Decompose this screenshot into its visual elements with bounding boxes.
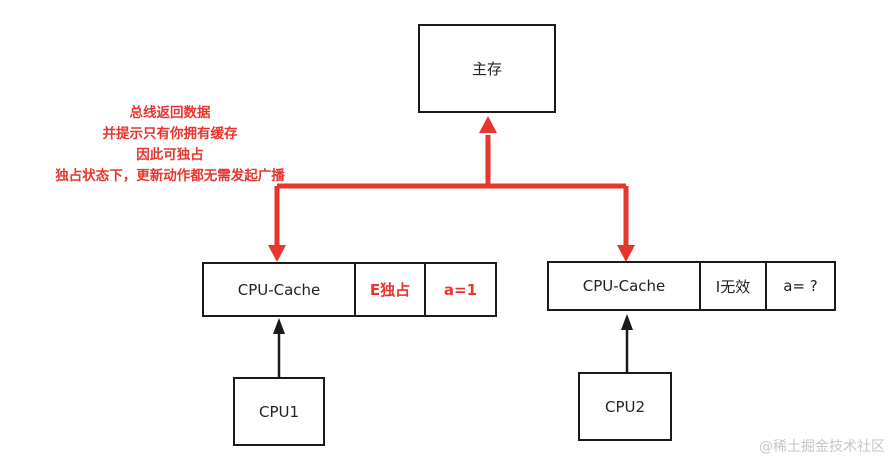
- left-cache-value: a=1: [443, 280, 478, 299]
- cpu2-label: CPU2: [604, 397, 646, 416]
- cpu2-box: CPU2: [578, 372, 672, 441]
- main-memory-box: 主存: [418, 24, 556, 113]
- right-cache-state: I无效: [715, 277, 751, 296]
- bus-connector: [274, 135, 629, 248]
- left-cache-state: E独占: [369, 281, 411, 299]
- annotation-line-2: 并提示只有你拥有缓存: [102, 126, 238, 142]
- left-cache-row: CPU-Cache E独占 a=1: [202, 262, 497, 317]
- left-cache-label: CPU-Cache: [237, 280, 321, 299]
- left-cache-state-cell: E独占: [356, 264, 426, 315]
- cpu1-box: CPU1: [233, 377, 325, 446]
- left-cache-label-cell: CPU-Cache: [204, 264, 356, 315]
- right-cache-label: CPU-Cache: [582, 277, 666, 295]
- right-cache-value-cell: a= ?: [767, 263, 834, 309]
- right-cache-label-cell: CPU-Cache: [549, 263, 701, 309]
- arrow-down-to-left-cache: [268, 245, 286, 262]
- watermark: @稀土掘金技术社区: [759, 439, 885, 455]
- cpu2-arrowhead: [621, 314, 633, 330]
- annotation-line-1: 总线返回数据: [129, 105, 211, 121]
- left-cache-value-cell: a=1: [426, 264, 495, 315]
- arrow-up-to-main-memory: [479, 116, 497, 133]
- annotation-line-3: 因此可独占: [136, 147, 204, 163]
- right-cache-state-cell: I无效: [701, 263, 767, 309]
- annotation-line-4: 独占状态下，更新动作都无需发起广播: [55, 168, 285, 184]
- bus-annotation: 总线返回数据 并提示只有你拥有缓存 因此可独占 独占状态下，更新动作都无需发起广…: [20, 103, 320, 187]
- arrow-down-to-right-cache: [617, 245, 635, 262]
- right-cache-value: a= ?: [783, 277, 818, 295]
- cpu1-label: CPU1: [258, 402, 300, 421]
- cpu1-arrowhead: [273, 318, 285, 334]
- right-cache-row: CPU-Cache I无效 a= ?: [547, 261, 836, 311]
- main-memory-label: 主存: [471, 60, 502, 78]
